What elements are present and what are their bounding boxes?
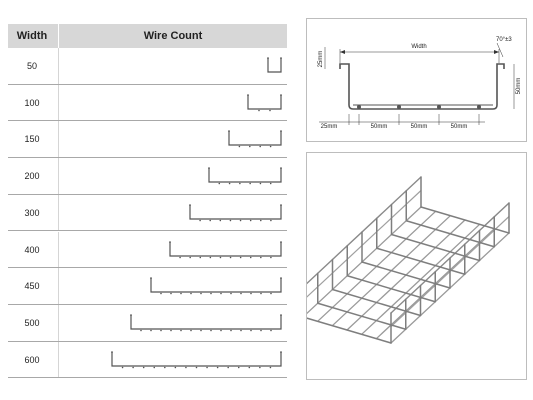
row-width-value: 200 <box>24 171 40 182</box>
row-separator <box>8 377 287 379</box>
angle-label: 70°±3 <box>496 37 512 43</box>
row-width-value: 450 <box>24 281 40 292</box>
cross-section-svg: Width 70°±3 25mm 50mm 25mm 50mm 50mm 50m… <box>318 37 522 130</box>
row-separator <box>8 340 287 342</box>
row-width-value: 300 <box>24 207 40 218</box>
wire-tray-3d-illustration <box>302 152 527 380</box>
bottom-dim-label: 50mm <box>371 124 388 130</box>
wire-tray-profile-icon <box>169 241 282 258</box>
row-width-value: 600 <box>24 354 40 365</box>
row-divider <box>58 84 59 122</box>
row-divider <box>58 341 59 379</box>
wire-tray-profile-icon <box>228 130 282 148</box>
table-row: 600 <box>8 341 287 379</box>
wire-tray-profile-icon <box>111 351 282 368</box>
wire-dot <box>397 105 401 109</box>
left-height-label: 25mm <box>318 51 324 68</box>
wire-mesh-tray-image <box>302 176 510 344</box>
wire-dot <box>477 105 481 109</box>
wire-dot <box>357 105 361 109</box>
wire-dot <box>437 105 441 109</box>
wire-tray-profile-icon <box>267 57 282 73</box>
table-row: 300 <box>8 194 287 232</box>
table-row: 400 <box>8 231 287 269</box>
row-divider <box>58 194 59 232</box>
row-width-value: 150 <box>24 134 40 145</box>
row-separator <box>8 303 287 305</box>
row-divider <box>58 158 59 195</box>
table-row: 500 <box>8 304 287 342</box>
header-width: Width <box>16 30 48 42</box>
row-separator <box>8 157 287 159</box>
row-width-value: 50 <box>26 61 37 71</box>
wire-tray-profile-icon <box>130 314 282 332</box>
row-separator <box>8 230 287 232</box>
row-separator <box>8 120 287 122</box>
bottom-dim-label: 50mm <box>451 124 468 130</box>
row-separator <box>8 83 287 85</box>
row-separator <box>8 193 287 195</box>
table-row: 50 <box>8 48 287 85</box>
arrow-left-icon <box>340 50 345 54</box>
width-label: Width <box>411 44 426 50</box>
arrow-right-icon <box>494 50 499 54</box>
row-width-value: 400 <box>24 244 40 255</box>
table-header: Width Wire Count <box>8 24 287 48</box>
table-row: 150 <box>8 121 287 159</box>
row-divider <box>58 121 59 159</box>
row-divider <box>58 268 59 305</box>
row-width-value: 500 <box>24 317 40 328</box>
wire-tray-profile-icon <box>247 94 282 111</box>
table-row: 200 <box>8 158 287 195</box>
row-separator <box>8 267 287 269</box>
header-wire-count: Wire Count <box>143 30 203 42</box>
row-width-value: 100 <box>24 97 40 108</box>
table-row: 100 <box>8 84 287 122</box>
header-divider <box>58 24 59 48</box>
right-height-label: 50mm <box>516 78 522 95</box>
angle-leader <box>496 42 504 58</box>
row-divider <box>58 231 59 269</box>
cross-section-drawing: Width 70°±3 25mm 50mm 25mm 50mm 50mm 50m… <box>306 18 527 142</box>
wire-tray-profile-icon <box>189 204 282 222</box>
row-divider <box>58 304 59 342</box>
bottom-dim-label: 25mm <box>321 124 338 130</box>
row-divider <box>58 48 59 85</box>
wire-tray-profile-icon <box>150 277 282 295</box>
bottom-dim-label: 50mm <box>411 124 428 130</box>
table-row: 450 <box>8 268 287 305</box>
tray-profile <box>339 63 505 110</box>
width-wire-count-table: Width Wire Count 50 100 150 200 300 400 450 500… <box>8 24 287 379</box>
wire-tray-profile-icon <box>208 167 282 185</box>
